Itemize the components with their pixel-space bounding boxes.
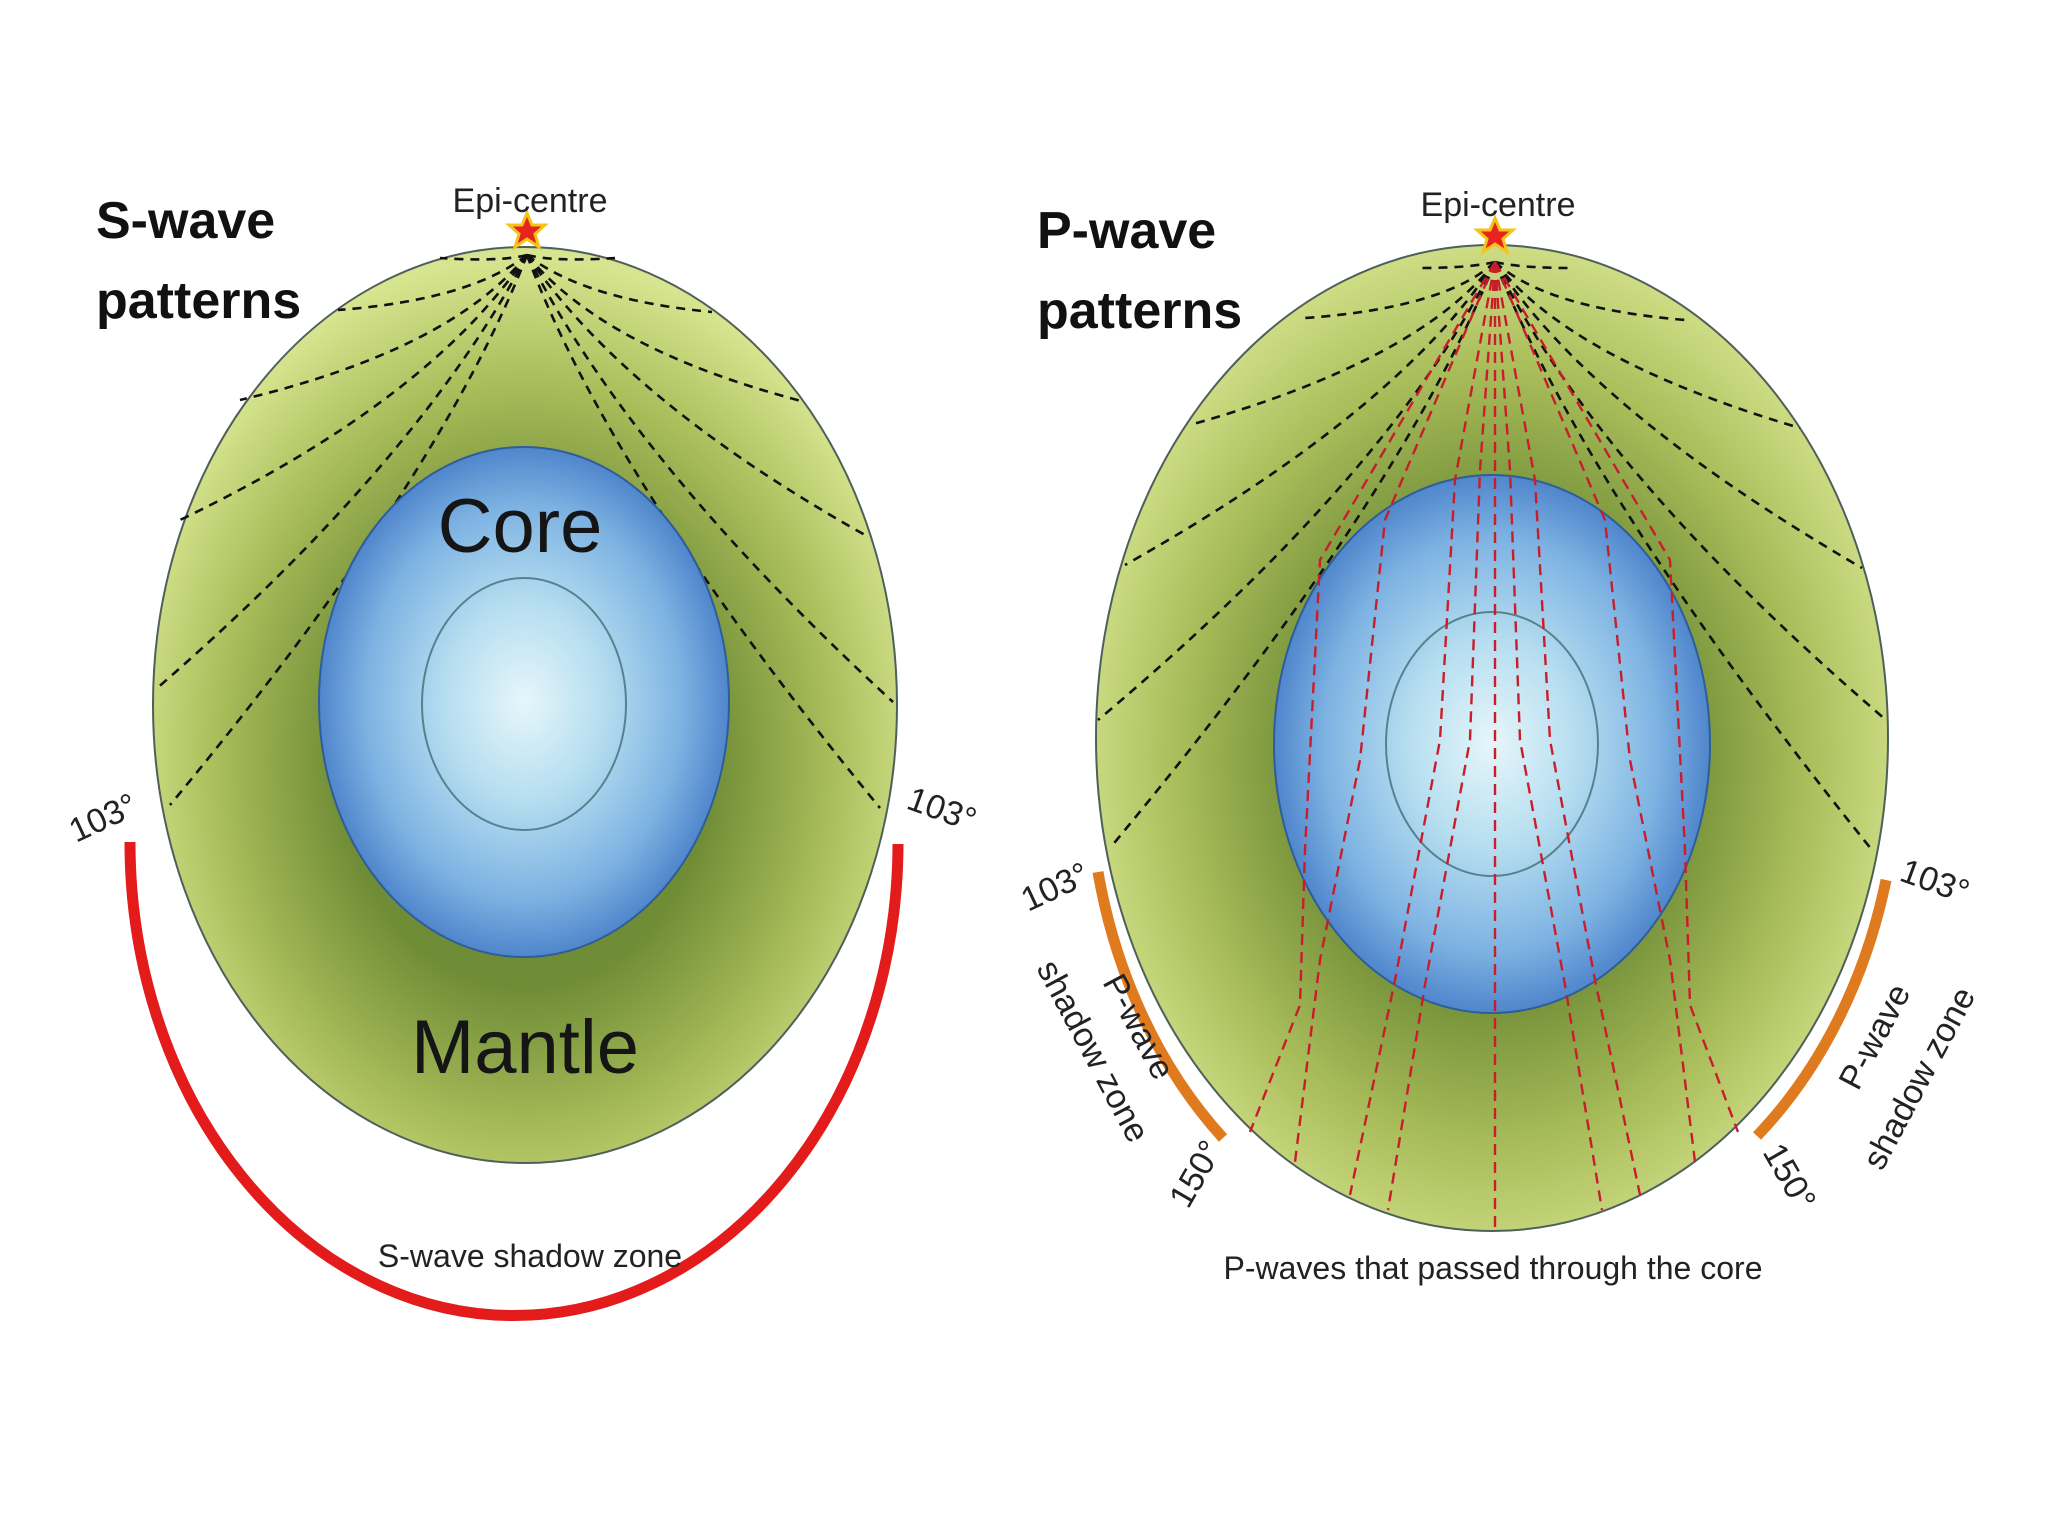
p-ray-line bbox=[1109, 261, 1497, 849]
s-angle-right: 103° bbox=[902, 780, 981, 840]
p-ray-line bbox=[1417, 260, 1496, 270]
p-core-ray-line bbox=[1493, 261, 1697, 1163]
s-ray-line bbox=[337, 253, 528, 312]
s-wave-shadow-zone-caption: S-wave shadow zone bbox=[378, 1238, 682, 1274]
s-ray-line bbox=[526, 253, 616, 261]
p-wave-mantle-rays bbox=[1097, 260, 1887, 851]
p-core-ray-line bbox=[1348, 261, 1497, 1196]
p-right-angle-top: 103° bbox=[1895, 852, 1974, 912]
p-ray-line bbox=[1124, 261, 1497, 567]
p-epicentre-label: Epi-centre bbox=[1421, 186, 1576, 224]
p-title-line1: P-wave bbox=[1037, 202, 1216, 260]
p-wave-panel: P-wave patterns Epi-centre 103° 150° P-w… bbox=[1015, 186, 1983, 1286]
s-ray-line bbox=[525, 254, 882, 809]
p-ray-line bbox=[1097, 261, 1497, 721]
p-left-angle-top: 103° bbox=[1015, 855, 1095, 919]
p-wave-core-rays bbox=[1248, 261, 1740, 1230]
p-ray-line bbox=[1189, 261, 1497, 427]
p-ray-line bbox=[1494, 261, 1686, 322]
p-core-ray-line bbox=[1386, 261, 1497, 1211]
s-wave-shadow-zone-arc bbox=[124, 841, 904, 1322]
epicentre-star-icon bbox=[505, 209, 549, 251]
s-ray-line bbox=[154, 254, 529, 691]
p-inner-core bbox=[1385, 611, 1599, 877]
mantle-label: Mantle bbox=[411, 1005, 639, 1090]
p-ray-line bbox=[1493, 261, 1863, 570]
p-core-ray-line bbox=[1248, 261, 1497, 1133]
s-ray-line bbox=[239, 254, 529, 402]
p-core-ray-line bbox=[1493, 261, 1642, 1196]
s-title-line1: S-wave bbox=[96, 192, 275, 250]
s-ray-line bbox=[168, 254, 529, 806]
s-ray-line bbox=[525, 254, 894, 703]
p-shadow-zone-arc-right bbox=[1753, 878, 1892, 1140]
p-ray-line bbox=[1493, 261, 1887, 721]
p-ray-line bbox=[1494, 260, 1573, 270]
s-core bbox=[318, 446, 730, 958]
p-shadow-zone-arc-left bbox=[1092, 871, 1228, 1142]
p-right-angle-bottom: 150° bbox=[1755, 1137, 1823, 1217]
p-left-angle-bottom: 150° bbox=[1162, 1134, 1230, 1214]
s-epicentre-label: Epi-centre bbox=[453, 182, 608, 220]
s-angle-left: 103° bbox=[63, 786, 143, 850]
p-ray-line bbox=[1493, 261, 1801, 430]
p-ray-line bbox=[1493, 261, 1874, 851]
s-ray-line bbox=[526, 253, 713, 314]
core-label: Core bbox=[438, 484, 603, 569]
s-ray-line bbox=[179, 254, 529, 522]
p-wave-core-caption: P-waves that passed through the core bbox=[1224, 1250, 1763, 1286]
p-title-line2: patterns bbox=[1037, 282, 1242, 340]
s-wave-panel: S-wave patterns Epi-centre Core Mantle 1… bbox=[63, 182, 981, 1322]
s-inner-core bbox=[421, 577, 627, 831]
p-core bbox=[1273, 474, 1711, 1014]
epicentre-star-icon bbox=[1473, 214, 1517, 256]
p-core-ray-line bbox=[1293, 261, 1497, 1163]
s-wave-rays bbox=[154, 253, 894, 809]
p-core-ray-line bbox=[1493, 261, 1604, 1211]
p-ray-line bbox=[1304, 261, 1496, 320]
s-title-line2: patterns bbox=[96, 272, 301, 330]
s-ray-line bbox=[525, 254, 806, 404]
p-core-ray-line bbox=[1493, 261, 1740, 1133]
s-ray-line bbox=[439, 253, 528, 261]
s-ray-line bbox=[525, 254, 866, 537]
